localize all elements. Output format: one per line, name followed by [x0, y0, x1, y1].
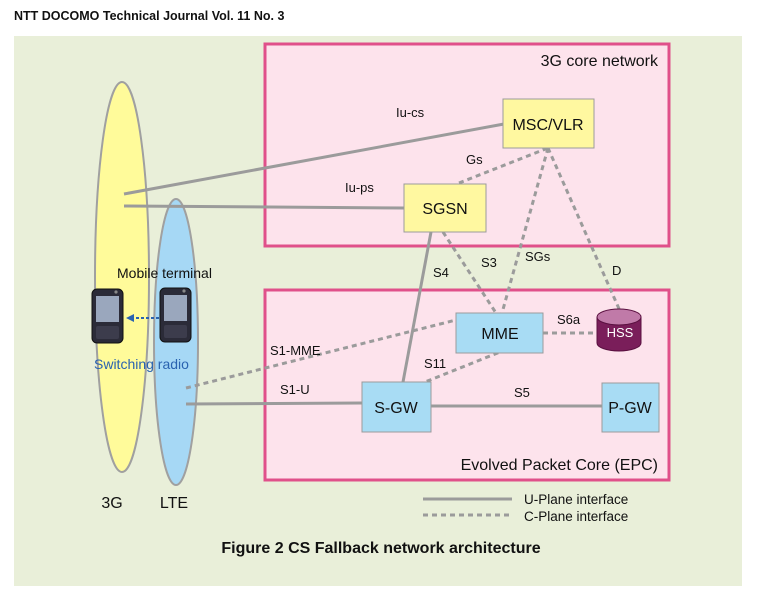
label-iu-cs: Iu-cs — [396, 105, 425, 120]
switching-arrow-icon — [126, 314, 159, 322]
link-sgs — [500, 147, 550, 314]
link-s1-u — [185, 401, 363, 406]
node-msc-vlr-label: MSC/VLR — [512, 117, 583, 134]
label-sgs: SGs — [525, 249, 551, 264]
label-s5: S5 — [514, 385, 530, 400]
label-3g: 3G — [101, 495, 122, 512]
label-lte: LTE — [160, 495, 188, 512]
label-gs: Gs — [466, 152, 483, 167]
link-iu-ps — [123, 204, 405, 210]
legend-u-plane-text: U-Plane interface — [524, 492, 628, 507]
node-sgw — [361, 381, 432, 433]
figure-caption: Figure 2 CS Fallback network architectur… — [221, 540, 541, 557]
link-s4 — [401, 231, 433, 383]
node-pgw-label: P-GW — [608, 400, 652, 417]
node-sgw-label: S-GW — [374, 400, 418, 417]
node-mme — [455, 312, 544, 354]
link-s1-mme — [185, 318, 457, 390]
legend-c-plane-text: C-Plane interface — [524, 509, 628, 524]
label-s6a: S6a — [557, 312, 581, 327]
link-s11 — [409, 350, 501, 390]
node-mme-label: MME — [481, 326, 518, 343]
label-s3: S3 — [481, 255, 497, 270]
node-sgsn-label: SGSN — [422, 201, 467, 218]
journal-header: NTT DOCOMO Technical Journal Vol. 11 No.… — [14, 9, 285, 23]
link-d — [546, 147, 622, 312]
label-s1-u: S1-U — [280, 382, 310, 397]
link-iu-cs — [123, 122, 505, 196]
label-switching-radio: Switching radio — [94, 356, 189, 372]
link-s3 — [441, 231, 498, 314]
ellipse-3g — [94, 81, 150, 473]
region-epc-title: Evolved Packet Core (EPC) — [461, 457, 658, 474]
label-s11: S11 — [424, 356, 446, 371]
node-hss — [596, 308, 642, 352]
label-s1-mme: S1-MME — [270, 343, 321, 358]
phone-3g-icon — [91, 288, 124, 344]
phone-lte-icon — [159, 287, 192, 343]
node-hss-label: HSS — [607, 325, 634, 340]
node-msc-vlr — [502, 98, 595, 149]
link-gs — [458, 146, 549, 185]
label-s4: S4 — [433, 265, 449, 280]
label-iu-ps: Iu-ps — [345, 180, 374, 195]
node-pgw — [601, 382, 660, 433]
region-3g-core-title: 3G core network — [541, 53, 659, 70]
label-d: D — [612, 263, 621, 278]
label-mobile-terminal: Mobile terminal — [117, 265, 212, 281]
node-sgsn — [403, 183, 487, 233]
